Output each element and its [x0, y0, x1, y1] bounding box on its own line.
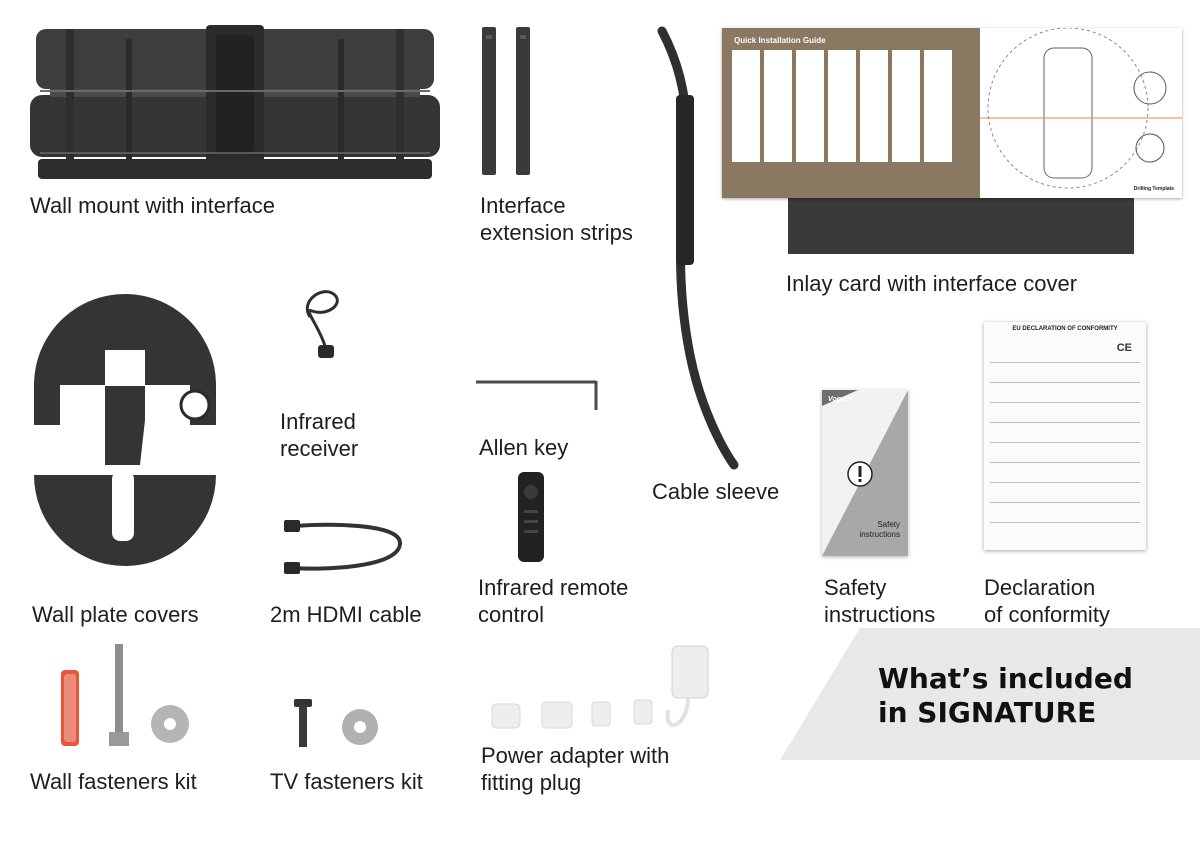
- drilling-template: Drilling Template: [980, 27, 1182, 198]
- guide-step: [860, 50, 888, 162]
- wall-plate-covers-label: Wall plate covers: [32, 602, 199, 627]
- guide-step: [892, 50, 920, 162]
- declaration-document-image: EU DECLARATION OF CONFORMITY CE: [984, 322, 1146, 550]
- guide-step: [796, 50, 824, 162]
- ce-mark: CE: [1116, 342, 1132, 354]
- interface-cover-image: [788, 196, 1134, 254]
- wall-plate-covers-image: [34, 294, 216, 566]
- wall-fasteners-label: Wall fasteners kit: [30, 769, 197, 794]
- guide-title: Quick Installation Guide: [734, 36, 826, 45]
- guide-step: [732, 50, 760, 162]
- tv-fasteners-image: [294, 699, 378, 747]
- safety-instructions-image: Vogel's Safety instructions: [822, 390, 908, 556]
- power-adapter-label: Power adapter with fitting plug: [481, 743, 670, 795]
- safety-instructions-label: Safety instructions: [824, 575, 936, 627]
- guide-step: [828, 50, 856, 162]
- inlay-card-label: Inlay card with interface cover: [786, 271, 1078, 296]
- banner-title: What’s included in SIGNATURE: [878, 662, 1133, 729]
- wall-mount-label: Wall mount with interface: [30, 193, 275, 218]
- cable-sleeve-image: [657, 26, 739, 470]
- guide-step: [924, 50, 952, 162]
- declaration-doc-title: EU DECLARATION OF CONFORMITY: [1012, 326, 1118, 332]
- guide-step: [764, 50, 792, 162]
- vogels-logo: Vogel's: [828, 396, 853, 403]
- remote-control-label: Infrared remote control: [478, 575, 629, 627]
- cable-sleeve-label: Cable sleeve: [652, 479, 780, 504]
- hdmi-cable-label: 2m HDMI cable: [270, 602, 422, 627]
- drilling-template-text: Drilling Template: [1133, 186, 1174, 192]
- extension-strips-label: Interface extension strips: [480, 193, 633, 245]
- power-adapter-image: [491, 645, 709, 729]
- tv-fasteners-label: TV fasteners kit: [270, 769, 423, 794]
- safety-booklet-text: Safety instructions: [859, 520, 900, 539]
- allen-key-label: Allen key: [479, 435, 569, 460]
- infrared-receiver-image: [306, 290, 339, 358]
- infrared-receiver-label: Infrared receiver: [280, 409, 359, 461]
- remote-control-image: [518, 472, 544, 562]
- inlay-card-image: Quick Installation Guide Drilling Templa…: [722, 27, 1182, 198]
- whats-included-banner: [780, 628, 1200, 760]
- allen-key-image: [476, 380, 598, 410]
- hdmi-cable-image: [284, 520, 402, 574]
- wall-mount-image: [30, 25, 440, 179]
- declaration-label: Declaration of conformity: [984, 575, 1110, 627]
- extension-strips-image: [482, 27, 530, 175]
- wall-fasteners-image: [61, 644, 189, 746]
